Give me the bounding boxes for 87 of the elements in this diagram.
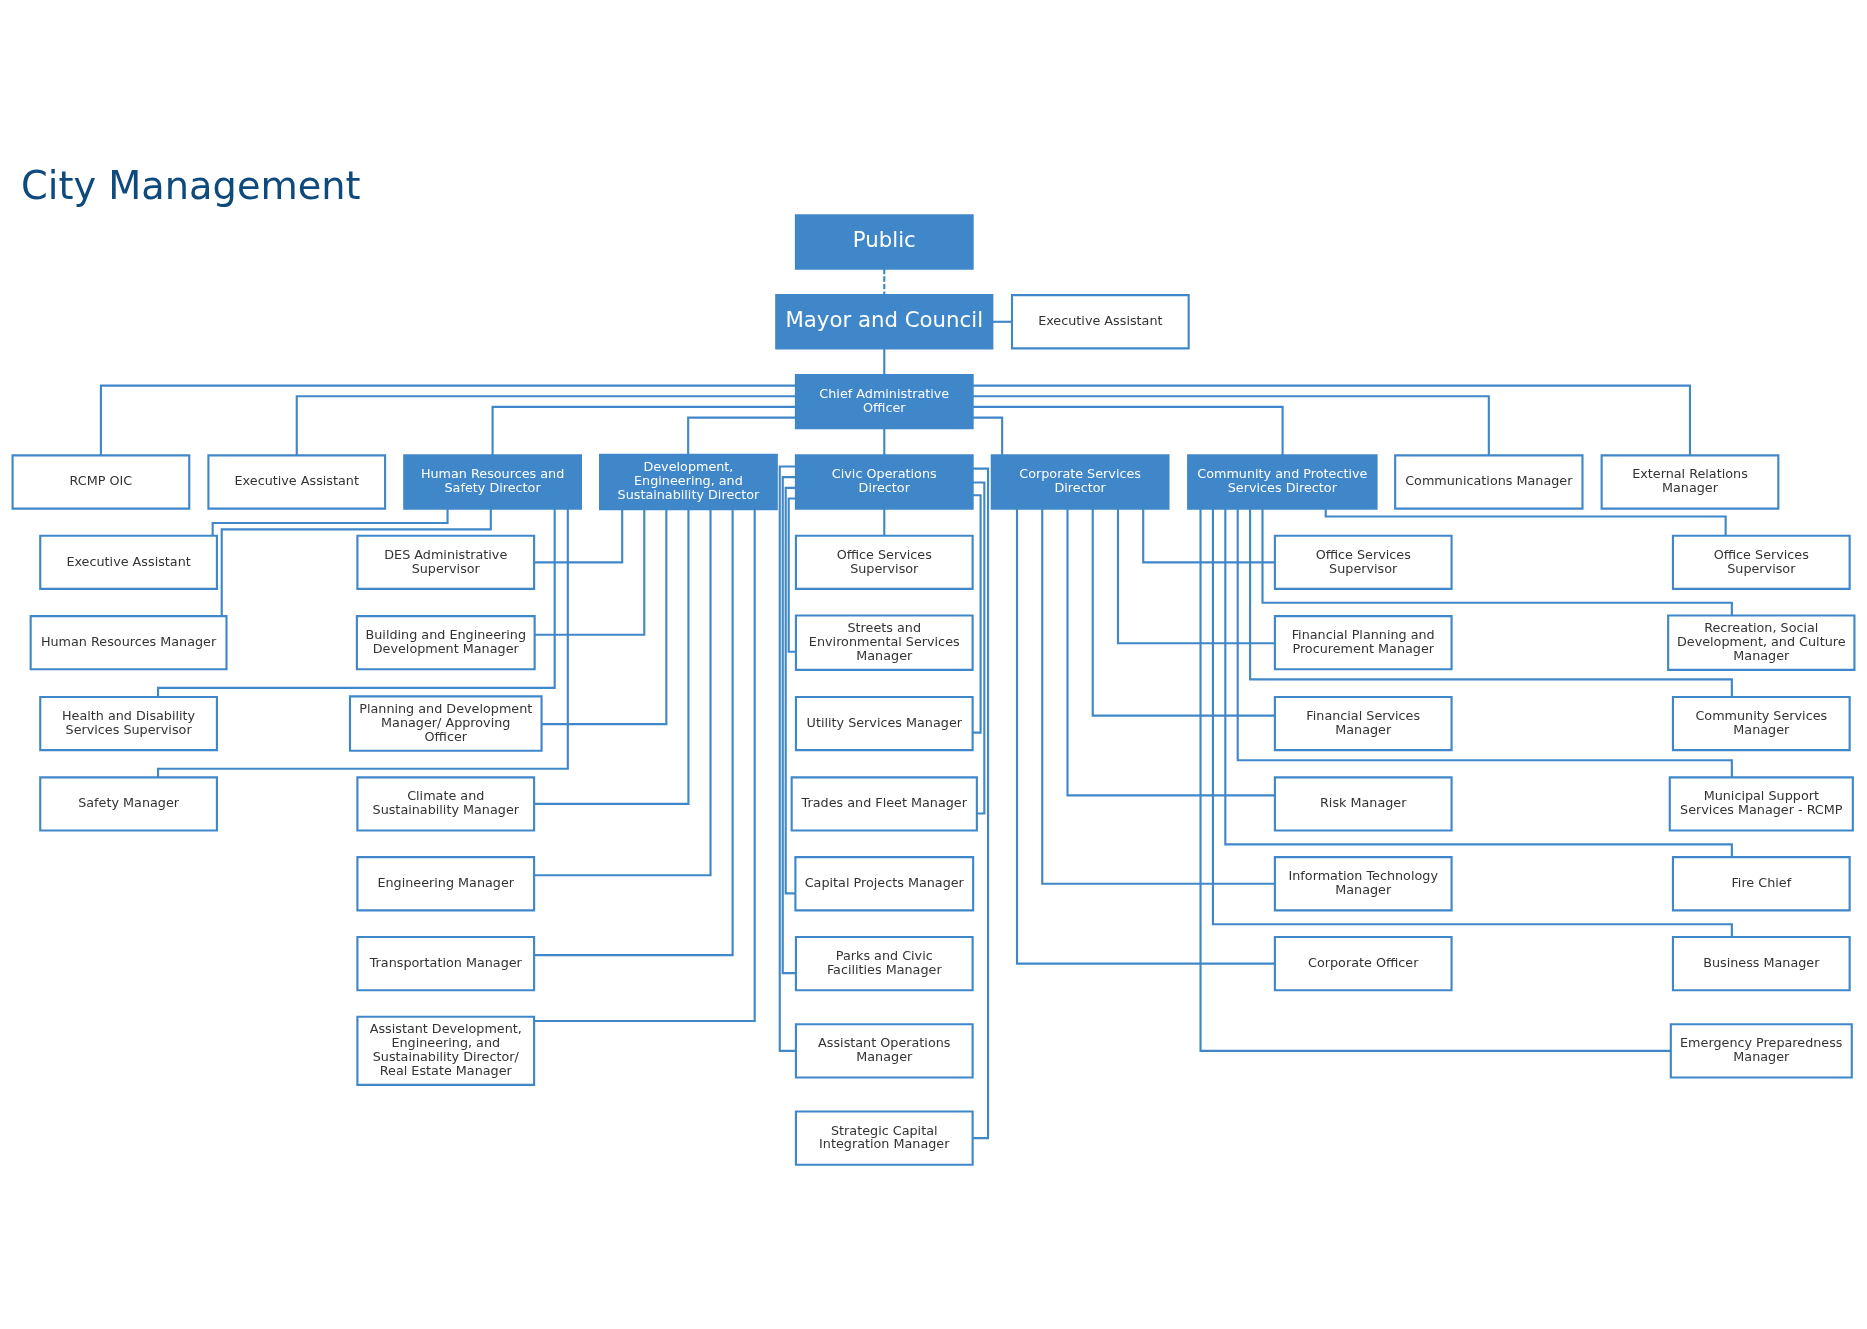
node-box: Financial Planning and Procurement Manager	[1273, 615, 1453, 671]
node-box: Community and Protective Services Director	[1187, 454, 1378, 510]
node-box: Chief Administrative Officer	[794, 373, 974, 430]
node-box: Development, Engineering, and Sustainability Director	[599, 453, 778, 511]
connector	[972, 416, 1004, 456]
connector	[787, 497, 796, 653]
connector	[1211, 508, 1733, 937]
connector	[534, 509, 646, 636]
node-box: Planning and Development Manager/ Approving Officer	[348, 695, 543, 752]
connector	[99, 384, 796, 456]
node-box: Strategic Capital Integration Manager	[794, 1110, 974, 1166]
connector	[1091, 508, 1275, 717]
node-box: Emergency Preparedness Manager	[1669, 1023, 1853, 1079]
connector	[295, 395, 796, 456]
connector	[972, 467, 990, 1140]
node-box: RCMP OIC	[11, 454, 191, 510]
node-box: Engineering Manager	[356, 856, 536, 912]
connector	[534, 509, 690, 805]
node-box: Human Resources and Safety Director	[403, 454, 582, 510]
node-box: Building and Engineering Development Manager	[355, 615, 536, 671]
connector	[1249, 508, 1733, 697]
node-box: Streets and Environmental Services Manager	[794, 614, 974, 671]
diagram-title: City Management	[21, 163, 361, 209]
connector	[1236, 508, 1733, 778]
node-box: External Relations Manager	[1600, 454, 1780, 510]
node-box: Business Manager	[1671, 935, 1851, 992]
node-box: Trades and Fleet Manager	[790, 776, 978, 832]
connector	[883, 508, 886, 536]
node-box: Office Services Supervisor	[794, 534, 974, 590]
connector	[1199, 508, 1671, 1052]
node-box: Communications Manager	[1394, 454, 1584, 510]
connector	[687, 416, 796, 455]
node-box: Public	[794, 214, 974, 270]
connector	[541, 509, 668, 726]
connector	[534, 509, 624, 564]
node-box: Corporate Services Director	[990, 454, 1170, 510]
connector	[883, 428, 886, 456]
connector	[1224, 508, 1733, 857]
node-box: Office Services Supervisor	[1273, 534, 1453, 590]
node-box: Utility Services Manager	[794, 695, 974, 752]
connector	[883, 269, 886, 296]
connector	[1066, 508, 1275, 797]
connector	[778, 465, 796, 1052]
node-box: Safety Manager	[39, 776, 218, 832]
connector	[534, 509, 712, 877]
node-box: Capital Projects Manager	[794, 856, 975, 912]
connector	[972, 395, 1490, 456]
connector	[972, 481, 986, 815]
connector	[534, 509, 734, 957]
node-box: Mayor and Council	[775, 294, 994, 350]
connector	[1041, 508, 1275, 885]
connector	[156, 508, 569, 778]
connector	[972, 384, 1692, 456]
connector	[972, 405, 1284, 456]
node-box: Information Technology Manager	[1273, 856, 1453, 912]
node-box: Assistant Development, Engineering, and Sustainability Director/ Real Estate Manager	[356, 1015, 536, 1086]
connector	[883, 348, 886, 375]
connector	[781, 476, 796, 975]
node-box: Risk Manager	[1273, 776, 1453, 832]
node-box: Health and Disability Services Supervisor	[39, 695, 218, 752]
node-box: Financial Services Manager	[1273, 695, 1453, 752]
node-box: Recreation, Social Development, and Culture Manager	[1667, 614, 1856, 671]
connector	[534, 509, 756, 1023]
node-box: Executive Assistant	[207, 454, 387, 510]
connector	[1142, 508, 1275, 564]
node-box: Corporate Officer	[1273, 935, 1453, 992]
node-box: Civic Operations Director	[794, 454, 974, 510]
node-box: Transportation Manager	[356, 935, 536, 992]
node-box: Assistant Operations Manager	[794, 1023, 974, 1079]
connector	[784, 486, 796, 895]
node-box: Executive Assistant	[39, 534, 218, 590]
node-box: DES Administrative Supervisor	[356, 534, 536, 590]
node-box: Climate and Sustainability Manager	[356, 776, 536, 832]
node-box: Municipal Support Services Manager - RCMP	[1668, 776, 1854, 832]
node-box: Executive Assistant	[1010, 294, 1190, 350]
node-box: Parks and Civic Facilities Manager	[794, 935, 974, 992]
connector	[491, 405, 796, 456]
connector	[211, 508, 449, 536]
node-box: Human Resources Manager	[29, 615, 228, 671]
node-box: Community Services Manager	[1671, 695, 1851, 752]
connector	[972, 494, 982, 734]
connector	[992, 320, 1012, 323]
connector	[1261, 508, 1733, 616]
connector	[1116, 508, 1275, 645]
node-box: Office Services Supervisor	[1671, 534, 1851, 590]
connector	[1015, 508, 1275, 965]
node-box: Fire Chief	[1671, 856, 1851, 912]
